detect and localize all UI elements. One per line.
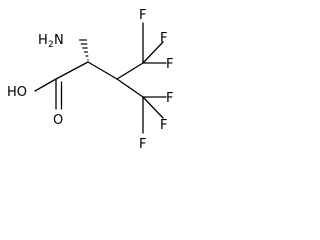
atom-label-f-bottom-2: F (160, 118, 167, 133)
atom-label-amine-count: 2 (48, 40, 54, 50)
bond-carboxyl-alpha (55, 61, 89, 80)
atom-label-f-top-3: F (166, 57, 173, 72)
bond-hydroxyl-carboxyl (34, 78, 57, 92)
bond-beta-cf3-bottom (116, 78, 144, 98)
atom-label-f-bottom-3: F (139, 137, 146, 152)
hashed-wedge-alpha-amine (79, 39, 89, 61)
bond-alpha-beta (87, 61, 118, 80)
atom-label-f-bottom-1: F (166, 91, 173, 106)
bond-beta-cf3-top (116, 62, 144, 80)
atom-label-hydroxyl: HO (7, 85, 27, 100)
atom-label-amine-n: N (54, 33, 64, 48)
atom-label-f-top-2: F (160, 31, 167, 46)
atom-label-amine-h: H (38, 33, 48, 48)
atom-label-f-top-1: F (139, 8, 146, 23)
bond-skeleton (34, 22, 167, 134)
bond-cf3-top-f2 (142, 41, 164, 64)
atom-label-carbonyl-o: O (53, 113, 63, 128)
bond-cf3-bottom-f2 (142, 96, 164, 119)
molecule-structure: H 2 N HO O F F F F F F (7, 8, 173, 152)
